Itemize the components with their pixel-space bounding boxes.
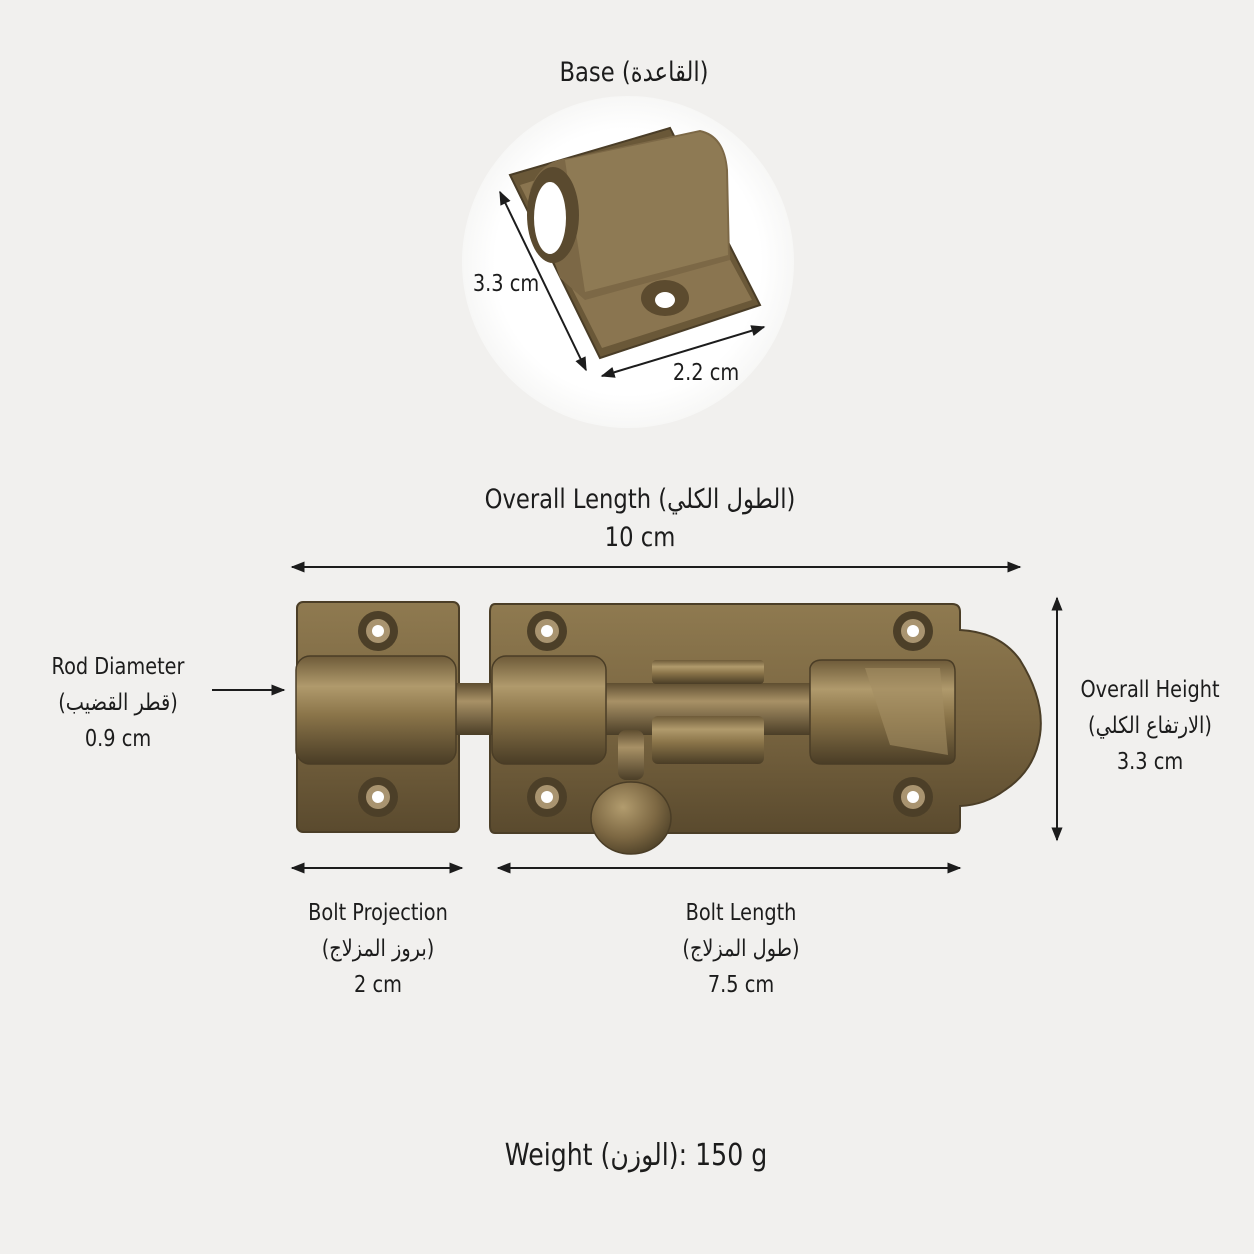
guide-barrel bbox=[491, 655, 607, 765]
rod-diameter-label: Rod Diameter (قطر القضيب) 0.9 cm bbox=[52, 649, 185, 757]
bolt-length-title: Bolt Length bbox=[685, 900, 797, 926]
base-width-arrow bbox=[600, 325, 766, 378]
overall-length-title: Overall Length (الطول الكلي) bbox=[484, 484, 796, 515]
screw-hole bbox=[893, 611, 933, 651]
base-width-value: 2.2 cm bbox=[672, 360, 740, 386]
overall-height-label: Overall Height (الارتفاع الكلي) 3.3 cm bbox=[1080, 672, 1219, 780]
slot-guide-bottom bbox=[652, 716, 764, 764]
knob-stem bbox=[618, 730, 644, 780]
bolt-knob bbox=[590, 781, 672, 855]
rod-diameter-title: Rod Diameter bbox=[51, 654, 185, 680]
bolt-length-value: 7.5 cm bbox=[707, 972, 775, 998]
screw-holes bbox=[358, 611, 933, 817]
overall-length-label: Overall Length (الطول الكلي) 10 cm bbox=[485, 481, 796, 557]
base-barrel-face bbox=[565, 132, 728, 292]
weight-label: Weight (الوزن): 150 g bbox=[504, 1138, 768, 1173]
base-screw-hole-through bbox=[655, 292, 675, 308]
keeper-barrel bbox=[295, 655, 457, 765]
bolt-projection-title: Bolt Projection bbox=[308, 900, 448, 926]
base-closeup bbox=[462, 96, 794, 428]
overall-length-value: 10 cm bbox=[604, 522, 676, 553]
bolt-length-label: Bolt Length (طول المزلاج) 7.5 cm bbox=[682, 895, 799, 1003]
rod-diameter-value: 0.9 cm bbox=[84, 726, 152, 752]
bolt-length-title-ar: (طول المزلاج) bbox=[682, 936, 800, 962]
overall-height-value: 3.3 cm bbox=[1116, 749, 1184, 775]
screw-hole bbox=[527, 777, 567, 817]
bolt-projection-label: Bolt Projection (بروز المزلاج) 2 cm bbox=[308, 895, 448, 1003]
slot-guide-top bbox=[652, 660, 764, 684]
base-title: Base (القاعدة) bbox=[559, 57, 709, 88]
rod-diameter-title-ar: (قطر القضيب) bbox=[58, 690, 178, 716]
base-depth-arrow bbox=[499, 190, 587, 372]
end-block-highlight bbox=[865, 668, 948, 755]
overall-height-title-ar: (الارتفاع الكلي) bbox=[1088, 713, 1212, 739]
screw-hole bbox=[527, 611, 567, 651]
barrel-bolt-latch bbox=[295, 601, 1042, 855]
base-depth-value: 3.3 cm bbox=[472, 271, 540, 297]
base-barrel-bore bbox=[534, 182, 566, 254]
screw-hole bbox=[358, 777, 398, 817]
overall-height-title: Overall Height bbox=[1080, 677, 1220, 703]
screw-hole bbox=[358, 611, 398, 651]
bolt-projection-title-ar: (بروز المزلاج) bbox=[321, 936, 435, 962]
screw-hole bbox=[893, 777, 933, 817]
bolt-projection-value: 2 cm bbox=[354, 972, 402, 998]
